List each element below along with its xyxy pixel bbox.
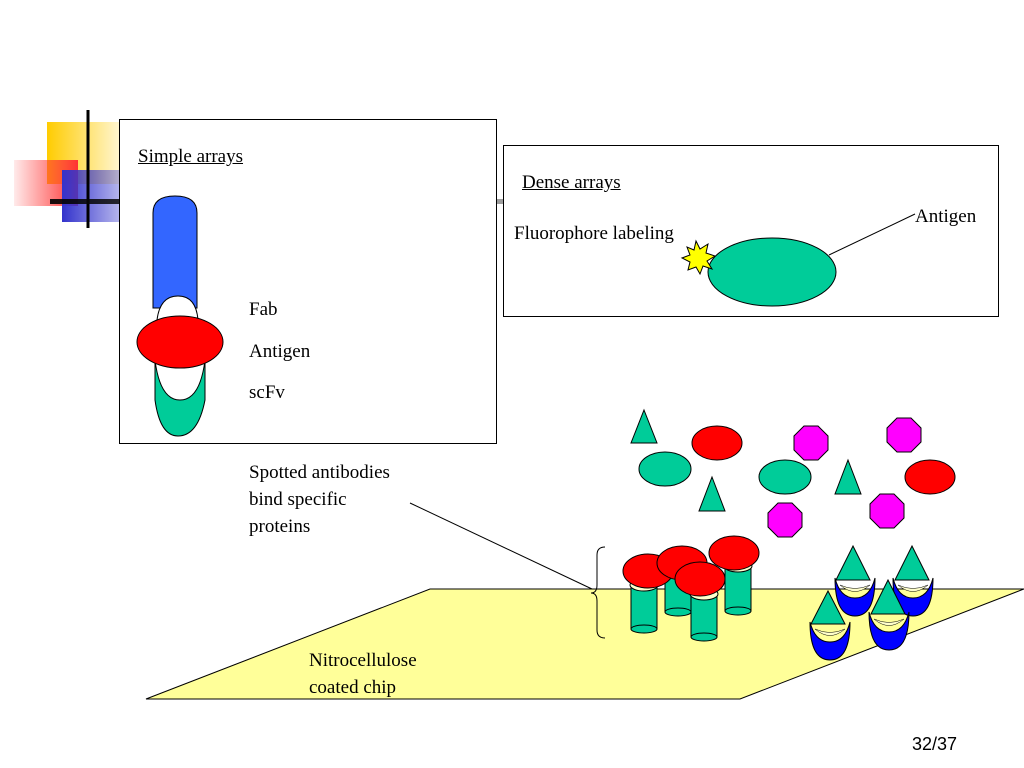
slide-number: 32/37 bbox=[912, 734, 958, 754]
fab-white-dome bbox=[156, 295, 199, 321]
spotted-cylinder bbox=[690, 593, 718, 642]
fab-label: Fab bbox=[249, 299, 278, 320]
blue-cup-with-triangle bbox=[868, 578, 910, 651]
blue-cup-with-triangle bbox=[834, 544, 876, 617]
fab-blue-column bbox=[152, 195, 198, 309]
free-red-oval bbox=[904, 459, 956, 495]
curly-bracket bbox=[590, 546, 606, 639]
antigen-pointer-line bbox=[828, 213, 916, 256]
dense-arrays-title: Dense arrays bbox=[522, 172, 621, 193]
free-magenta-octagon bbox=[793, 425, 829, 461]
free-red-oval bbox=[691, 425, 743, 461]
free-magenta-octagon bbox=[869, 493, 905, 529]
nitrocellulose-chip-label: Nitrocellulose coated chip bbox=[309, 650, 417, 698]
nitrocellulose-chip bbox=[145, 588, 1024, 700]
antigen-red-oval bbox=[136, 315, 224, 369]
blue-cup-with-triangle bbox=[892, 544, 934, 617]
simple-arrays-title: Simple arrays bbox=[138, 146, 244, 167]
free-teal-triangle bbox=[698, 475, 726, 512]
scfv-teal-cup bbox=[154, 359, 206, 437]
spotted-cylinder bbox=[724, 565, 752, 616]
bound-red-antigen bbox=[674, 561, 726, 597]
free-teal-triangle bbox=[630, 408, 658, 444]
blue-cup-with-triangle bbox=[809, 589, 851, 661]
dense-antigen-label: Antigen bbox=[915, 206, 977, 227]
fluorophore-labeling-label: Fluorophore labeling bbox=[514, 223, 674, 244]
free-teal-triangle bbox=[834, 458, 862, 495]
spotted-antibodies-text: Spotted antibodies bind specific protein… bbox=[249, 462, 390, 537]
fluorophore-star-icon bbox=[680, 239, 717, 276]
dense-antigen-oval bbox=[707, 237, 837, 307]
free-teal-oval bbox=[758, 459, 812, 495]
spotted-cylinder bbox=[630, 584, 658, 634]
free-teal-oval bbox=[638, 451, 692, 487]
free-magenta-octagon bbox=[886, 417, 922, 453]
antigen-label: Antigen bbox=[249, 341, 311, 362]
bound-red-antigen bbox=[708, 535, 760, 571]
free-magenta-octagon bbox=[767, 502, 803, 538]
spotted-pointer-line bbox=[409, 502, 593, 590]
scfv-label: scFv bbox=[249, 382, 285, 403]
